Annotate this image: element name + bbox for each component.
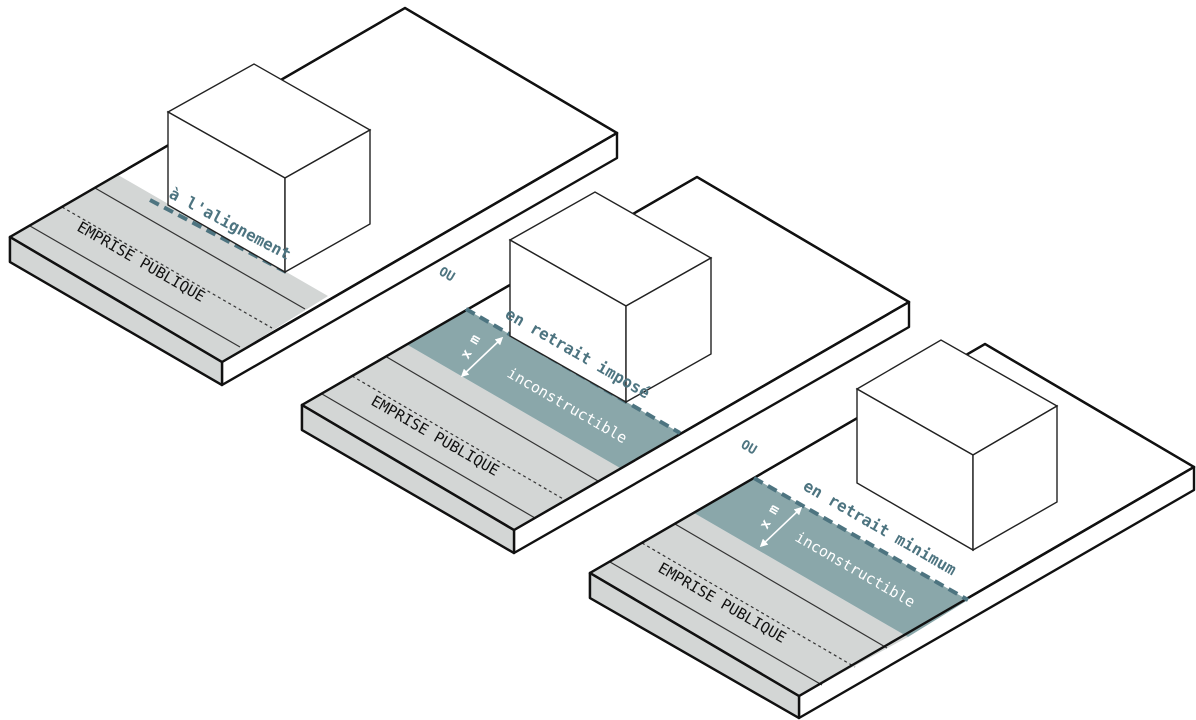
scenario-retrait-impose: x m en retrait imposé inconstructible EM… [300, 175, 911, 555]
emprise-publique-front [10, 237, 222, 385]
road-line [384, 355, 599, 482]
road-line [674, 523, 888, 649]
scenario-retrait-minimum: x m en retrait minimum inconstructible E… [588, 339, 1196, 720]
road-dotted-line [351, 375, 566, 501]
building-cube [508, 191, 713, 404]
building-cube [166, 63, 372, 274]
emprise-publique-front [302, 405, 514, 553]
ou-connector-2: OU [738, 437, 759, 458]
building-cube [855, 339, 1059, 552]
distance-arrow [460, 336, 504, 378]
road-line [321, 393, 536, 519]
road-line [609, 561, 823, 686]
setback-dashed-line [464, 307, 682, 435]
emprise-publique-zone [10, 175, 328, 362]
setback-dashed-line [753, 476, 969, 602]
road-line [94, 187, 306, 310]
scenario-alignement: à l'alignement EMPRISE PUBLIQUE [8, 6, 619, 387]
road-dotted-line [61, 206, 273, 329]
distance-arrow [759, 506, 803, 548]
road-line [29, 225, 241, 348]
emprise-publique-zone [302, 344, 620, 530]
emprise-publique-front [590, 573, 799, 718]
ou-connector-1: OU [436, 264, 457, 285]
road-dotted-line [641, 542, 856, 668]
